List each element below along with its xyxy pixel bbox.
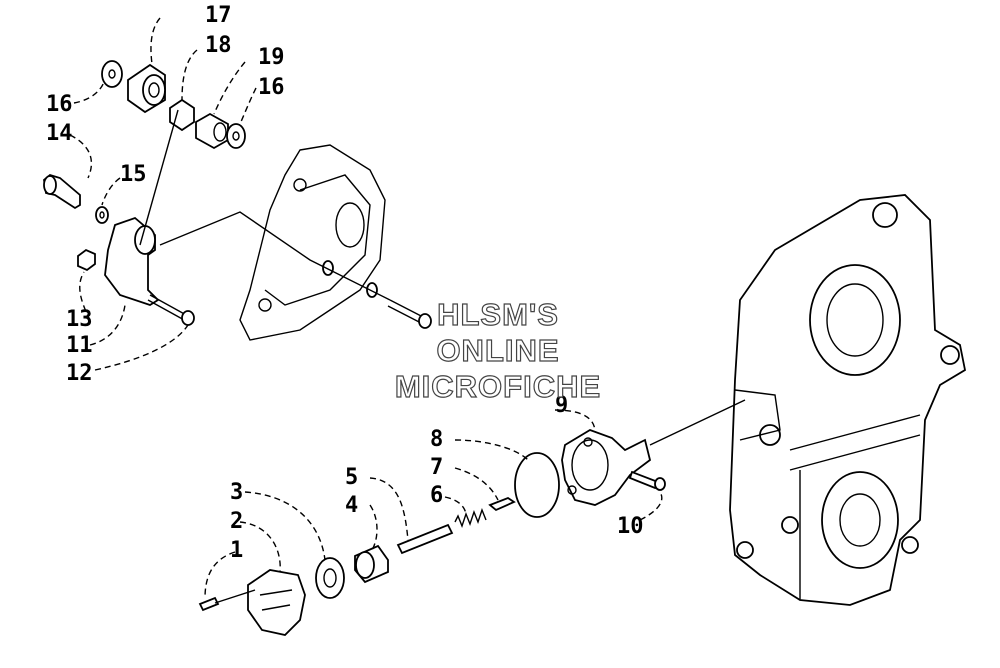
- callout-16-right: 16: [258, 75, 285, 100]
- washer-16-left: [101, 60, 123, 88]
- arm-11: [104, 216, 160, 306]
- seal-3: [315, 557, 345, 599]
- engine-case: [729, 194, 967, 606]
- nut-13: [77, 248, 96, 272]
- washer-15: [95, 206, 109, 224]
- pump-housing-9: [561, 429, 652, 506]
- callout-2: 2: [230, 509, 243, 534]
- watermark-line2: ONLINE: [436, 333, 559, 368]
- callout-5: 5: [345, 465, 358, 490]
- callout-9: 9: [555, 393, 568, 418]
- screw-1: [198, 596, 220, 612]
- callout-labels: 17 18 19 16 16 14 15 13 11 12 9 8 7 6 5 …: [46, 3, 644, 563]
- callout-18: 18: [205, 33, 232, 58]
- shaft-5: [396, 523, 454, 555]
- callout-13: 13: [66, 307, 93, 332]
- o-ring-8: [514, 452, 560, 518]
- callout-6: 6: [430, 483, 443, 508]
- spring-6: [454, 507, 487, 529]
- impeller-4: [354, 544, 389, 584]
- bolt-cover: [322, 260, 432, 329]
- clutch-cover: [239, 144, 386, 341]
- callout-3: 3: [230, 480, 243, 505]
- pin-14: [43, 173, 81, 210]
- leader-lines: [69, 17, 663, 599]
- callout-4: 4: [345, 493, 358, 518]
- callout-8: 8: [430, 427, 443, 452]
- callout-1: 1: [230, 538, 243, 563]
- callout-12: 12: [66, 361, 93, 386]
- callout-10: 10: [617, 514, 644, 539]
- watermark: HLSM'S ONLINE MICROFICHE: [394, 296, 601, 404]
- sleeve-19: [195, 112, 229, 150]
- cover-2: [247, 569, 306, 636]
- callout-14: 14: [46, 121, 73, 146]
- screw-10: [628, 470, 666, 491]
- callout-19: 19: [258, 45, 285, 70]
- callout-7: 7: [430, 455, 443, 480]
- bolt-12: [147, 294, 195, 326]
- callout-15: 15: [120, 162, 147, 187]
- watermark-line3: MICROFICHE: [395, 369, 601, 404]
- callout-11: 11: [66, 333, 93, 358]
- bushing-17: [127, 63, 166, 114]
- callout-17: 17: [205, 3, 232, 28]
- seal-7: [488, 496, 516, 512]
- washer-16-right: [226, 123, 246, 149]
- watermark-line1: HLSM'S: [437, 297, 559, 332]
- callout-16-left: 16: [46, 92, 73, 117]
